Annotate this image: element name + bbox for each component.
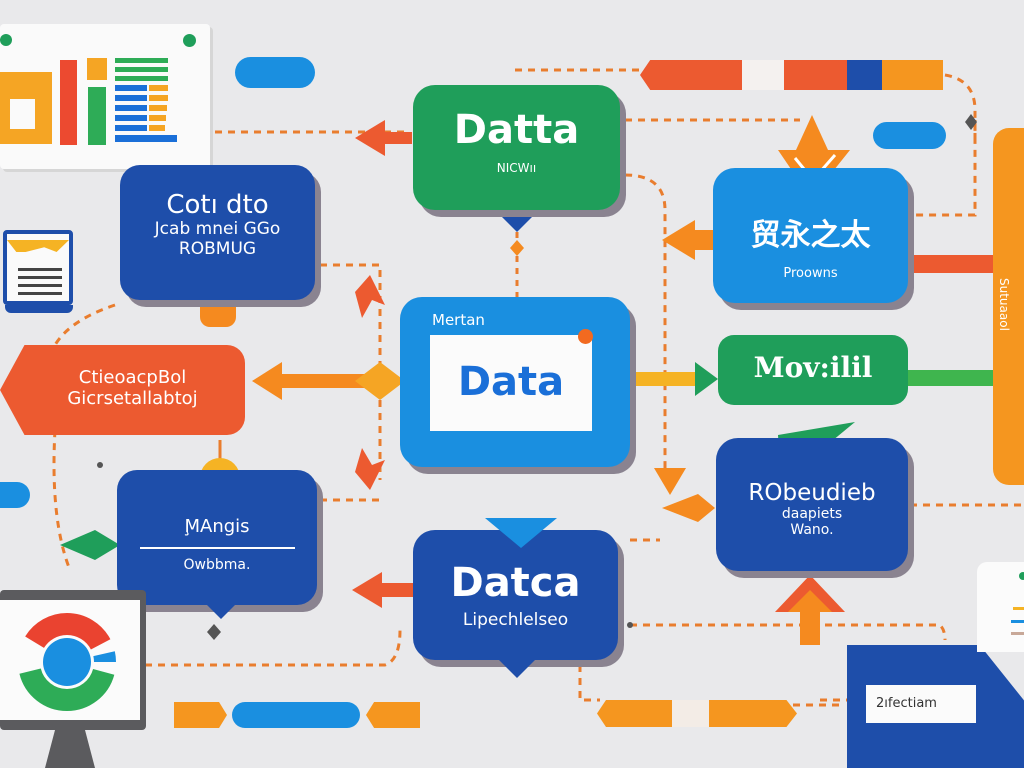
status-dot	[578, 329, 593, 344]
connector-line	[578, 665, 600, 702]
connector-bar	[630, 372, 700, 386]
node-subtitle: NICWıı	[496, 161, 537, 175]
node-divider	[139, 547, 295, 549]
node-data-center[interactable]: Mertan Data	[400, 297, 630, 467]
node-title: RObeudieb	[748, 480, 876, 506]
node-movil[interactable]: Mov:ilil	[718, 335, 908, 405]
diamond-icon	[510, 240, 524, 256]
arrow-down-icon	[355, 448, 385, 490]
arrow-left-icon	[355, 120, 385, 156]
connector-bar	[380, 132, 412, 144]
connector-line	[915, 73, 977, 217]
node-subtitle: Wano.	[790, 522, 834, 538]
arrow-left-icon	[252, 362, 282, 400]
connector-line	[320, 263, 382, 400]
diamond-icon	[965, 114, 977, 130]
bar-chart-card-icon	[0, 24, 210, 169]
side-panel-label: Sutuaaol	[997, 278, 1011, 331]
node-title: Data	[457, 359, 565, 405]
arrow-down-icon	[654, 468, 686, 495]
donut-chart-monitor-icon	[0, 590, 148, 768]
arrow-left-icon	[60, 530, 120, 560]
arrow-up-icon	[355, 275, 385, 318]
node-title: Cotı dto	[166, 190, 269, 220]
pill-button[interactable]	[235, 57, 315, 88]
connector-line	[630, 623, 947, 641]
node-title: M̧Angis	[184, 516, 250, 537]
segmented-progress-bar	[640, 60, 943, 90]
node-label-box[interactable]: 2ıfectiam	[847, 645, 1024, 768]
arrow-left-icon	[662, 220, 695, 260]
connector-line	[53, 303, 116, 346]
node-title: 2ıfectiam	[876, 696, 937, 711]
arrow-up-icon	[796, 115, 828, 150]
node-title: Datca	[450, 560, 581, 606]
pill-button[interactable]	[232, 702, 360, 728]
connector-bar	[905, 255, 995, 273]
label-box-panel: 2ıfectiam	[866, 685, 976, 723]
diamond-icon	[355, 362, 405, 400]
arrow-left-icon	[352, 572, 382, 608]
diamond-icon	[207, 624, 221, 640]
node-cotdto[interactable]: Cotı dto Jcab mnei GGo ROBMUG	[120, 165, 315, 300]
side-panel-bar[interactable]: Sutuaaol	[993, 128, 1024, 485]
node-subtitle: Gicrsetallabtoj	[67, 388, 198, 409]
connector-line	[145, 629, 402, 667]
segmented-progress-bar	[597, 700, 797, 727]
tag-chip[interactable]	[366, 702, 420, 728]
pill-button[interactable]	[873, 122, 946, 149]
node-title: CtiеоacpBol	[78, 367, 187, 388]
node-label: Mertan	[432, 311, 485, 329]
node-subtitle: Jcab mnei GGo	[154, 219, 281, 239]
node-title: Mov:ilil	[753, 351, 873, 384]
connector-line	[624, 173, 667, 470]
arrow-right-icon	[695, 362, 718, 396]
node-data-bottom[interactable]: Datca Lipechlelseo	[413, 518, 618, 678]
node-subtitle: Lipechlelseo	[462, 610, 569, 630]
connector-bar	[905, 370, 995, 386]
pill-button[interactable]	[0, 482, 30, 508]
connector-bar	[280, 374, 365, 388]
node-subtitle: Owbbma.	[183, 557, 251, 573]
node-mongis[interactable]: M̧Angis Owbbma.	[117, 470, 317, 619]
card-fragment	[977, 562, 1024, 652]
node-generate-tag[interactable]: CtiеоacpBol Gicrsetallabtoj	[0, 345, 245, 435]
node-subtitle: daapiets	[781, 506, 843, 522]
node-title: 贸永之太	[750, 218, 871, 253]
node-subtitle: Proowns	[783, 266, 838, 281]
node-subtitle: ROBMUG	[178, 239, 257, 259]
node-inner-panel: Data	[430, 335, 592, 431]
browser-window-icon	[3, 230, 75, 315]
arrow-left-icon	[662, 494, 715, 522]
node-process[interactable]: 贸永之太 Proowns	[713, 168, 908, 303]
node-robedieb[interactable]: RObeudieb daapiets Wano.	[716, 438, 908, 571]
tag-chip[interactable]	[174, 702, 227, 728]
node-data-top[interactable]: Datta NICWıı	[413, 85, 620, 210]
node-title: Datta	[453, 107, 580, 153]
connector-line	[52, 429, 72, 571]
